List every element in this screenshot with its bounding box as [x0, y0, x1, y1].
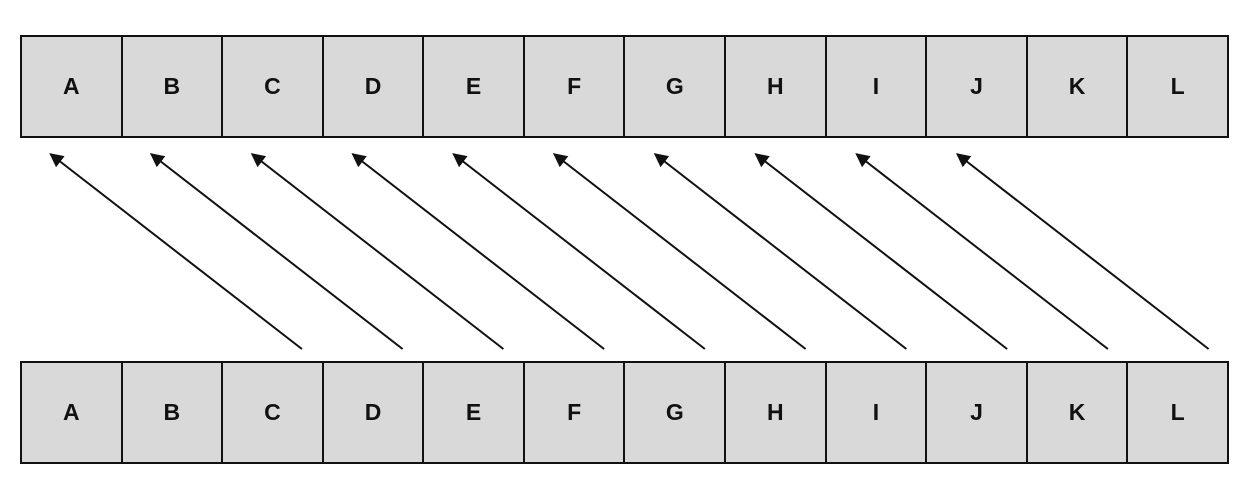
arrow-group	[49, 153, 1210, 350]
top-cell-b: B	[123, 37, 224, 136]
bottom-row: A B C D E F G H I J K L	[20, 361, 1229, 464]
arrow-f-to-d	[351, 153, 605, 350]
bottom-cell-k: K	[1028, 363, 1129, 462]
bottom-cell-b: B	[123, 363, 224, 462]
arrow-k-to-i	[855, 153, 1109, 350]
bottom-cell-j: J	[927, 363, 1028, 462]
arrow-l-to-j	[955, 153, 1210, 350]
bottom-cell-l: L	[1170, 399, 1185, 425]
top-row: A B C D E F G H I J K L	[20, 35, 1229, 138]
bottom-cell-d: D	[324, 363, 425, 462]
top-cell-d: D	[324, 37, 425, 136]
top-cell-j: J	[927, 37, 1028, 136]
top-cell-h: H	[726, 37, 827, 136]
arrow-e-to-c	[250, 153, 505, 350]
top-cell-c: C	[223, 37, 324, 136]
top-cell-g: G	[625, 37, 727, 136]
arrow-j-to-h	[754, 153, 1008, 350]
bottom-cell-h: H	[726, 363, 827, 462]
bottom-cell-f: F	[525, 363, 626, 462]
top-cell-f: F	[525, 37, 626, 136]
arrow-c-to-a	[49, 153, 303, 350]
top-cell-a: A	[22, 37, 123, 136]
bottom-cell-a: A	[22, 363, 123, 462]
top-cell-l: L	[1170, 73, 1185, 99]
arrow-h-to-f	[552, 153, 807, 350]
bottom-cell-i: I	[827, 363, 928, 462]
arrow-d-to-b	[149, 153, 404, 350]
bottom-cell-c: C	[223, 363, 324, 462]
arrow-i-to-g	[653, 153, 908, 350]
top-cell-e: E	[424, 37, 525, 136]
bottom-cell-g: G	[625, 363, 727, 462]
arrow-g-to-e	[452, 153, 706, 350]
bottom-cell-e: E	[424, 363, 525, 462]
top-cell-k: K	[1028, 37, 1129, 136]
top-cell-i: I	[827, 37, 928, 136]
